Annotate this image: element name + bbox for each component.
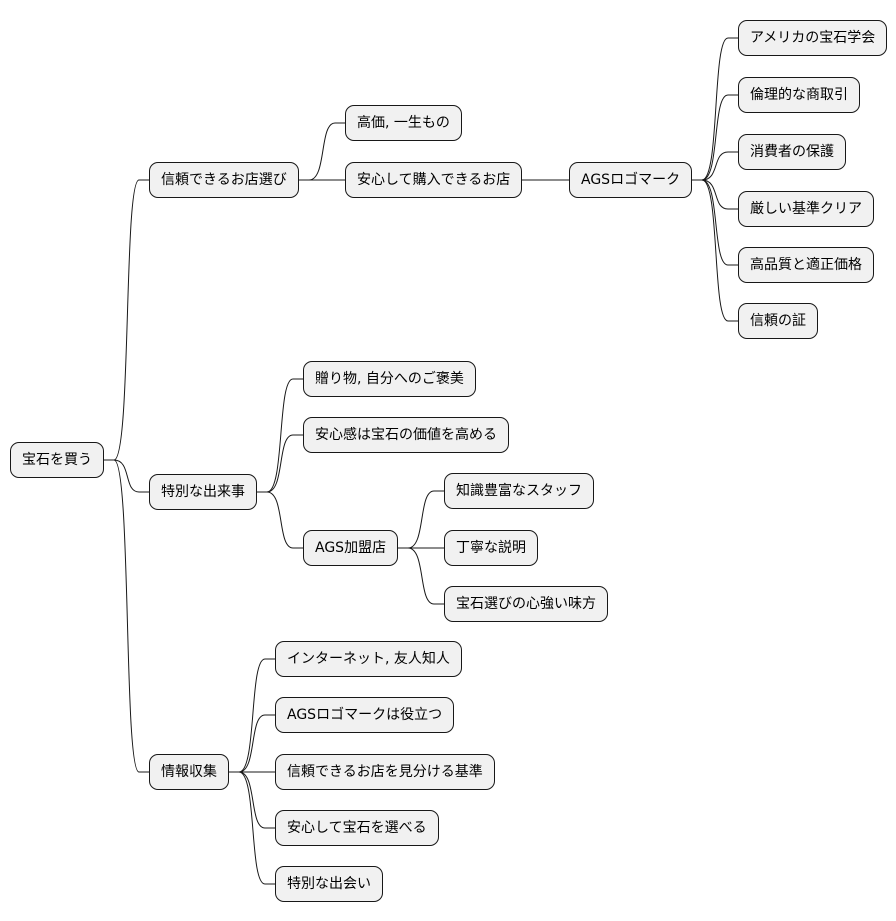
node-internet-friends: インターネット, 友人知人 (275, 641, 462, 677)
node-information-gathering: 情報収集 (149, 754, 229, 790)
node-strict-standards: 厳しい基準クリア (738, 191, 874, 227)
edge-n-ags-n-ags3 (692, 179, 738, 210)
edge-n-ags-n-ags1 (692, 94, 738, 181)
node-trusted-shop-selection: 信頼できるお店選び (149, 162, 299, 198)
node-quality-fair-price: 高品質と適正価格 (738, 247, 874, 283)
node-choose-with-confidence: 安心して宝石を選べる (275, 810, 439, 846)
node-ags-member-store: AGS加盟店 (303, 530, 399, 566)
edge-n-ags-n-ags2 (692, 151, 738, 181)
edge-n-root-n-b2 (104, 459, 149, 493)
node-ethical-trade: 倫理的な商取引 (738, 77, 860, 113)
edge-n-b2-n-b2c1 (257, 434, 303, 493)
node-consumer-protection: 消費者の保護 (738, 134, 846, 170)
node-expensive-lifetime: 高価, 一生もの (345, 105, 462, 141)
node-gift-reward: 贈り物, 自分へのご褒美 (303, 361, 476, 397)
node-knowledgeable-staff: 知識豊富なスタッフ (444, 473, 594, 509)
node-special-encounter: 特別な出会い (275, 866, 383, 902)
edge-n-b2-n-b2c0 (257, 378, 303, 493)
node-root: 宝石を買う (10, 442, 104, 478)
node-safe-purchase-shop: 安心して購入できるお店 (345, 162, 523, 198)
node-ags-logo-mark: AGSロゴマーク (569, 162, 693, 198)
edge-n-root-n-b1 (104, 179, 149, 461)
edge-n-b3-n-b3c4 (229, 771, 275, 885)
edge-n-b3-n-b3c0 (229, 658, 275, 773)
edge-n-ags-n-ags0 (692, 37, 738, 181)
edge-n-b2c2-n-mem0 (398, 490, 444, 549)
edge-n-ags-n-ags5 (692, 179, 738, 322)
node-special-occasion: 特別な出来事 (149, 474, 257, 510)
node-gia-america: アメリカの宝石学会 (738, 20, 888, 56)
edge-n-b3-n-b3c1 (229, 714, 275, 773)
node-ags-logo-helpful: AGSロゴマークは役立つ (275, 697, 455, 733)
edge-n-b2-n-b2c2 (257, 491, 303, 549)
node-reliable-ally: 宝石選びの心強い味方 (444, 586, 608, 622)
node-careful-explanation: 丁寧な説明 (444, 530, 538, 566)
node-shop-criteria: 信頼できるお店を見分ける基準 (275, 754, 495, 790)
edge-n-root-n-b3 (104, 459, 149, 773)
edge-n-b2c2-n-mem2 (398, 547, 444, 605)
edge-n-b1-n-b1c0 (299, 122, 345, 181)
node-proof-of-trust: 信頼の証 (738, 303, 818, 339)
node-peace-of-mind-value: 安心感は宝石の価値を高める (303, 417, 509, 453)
